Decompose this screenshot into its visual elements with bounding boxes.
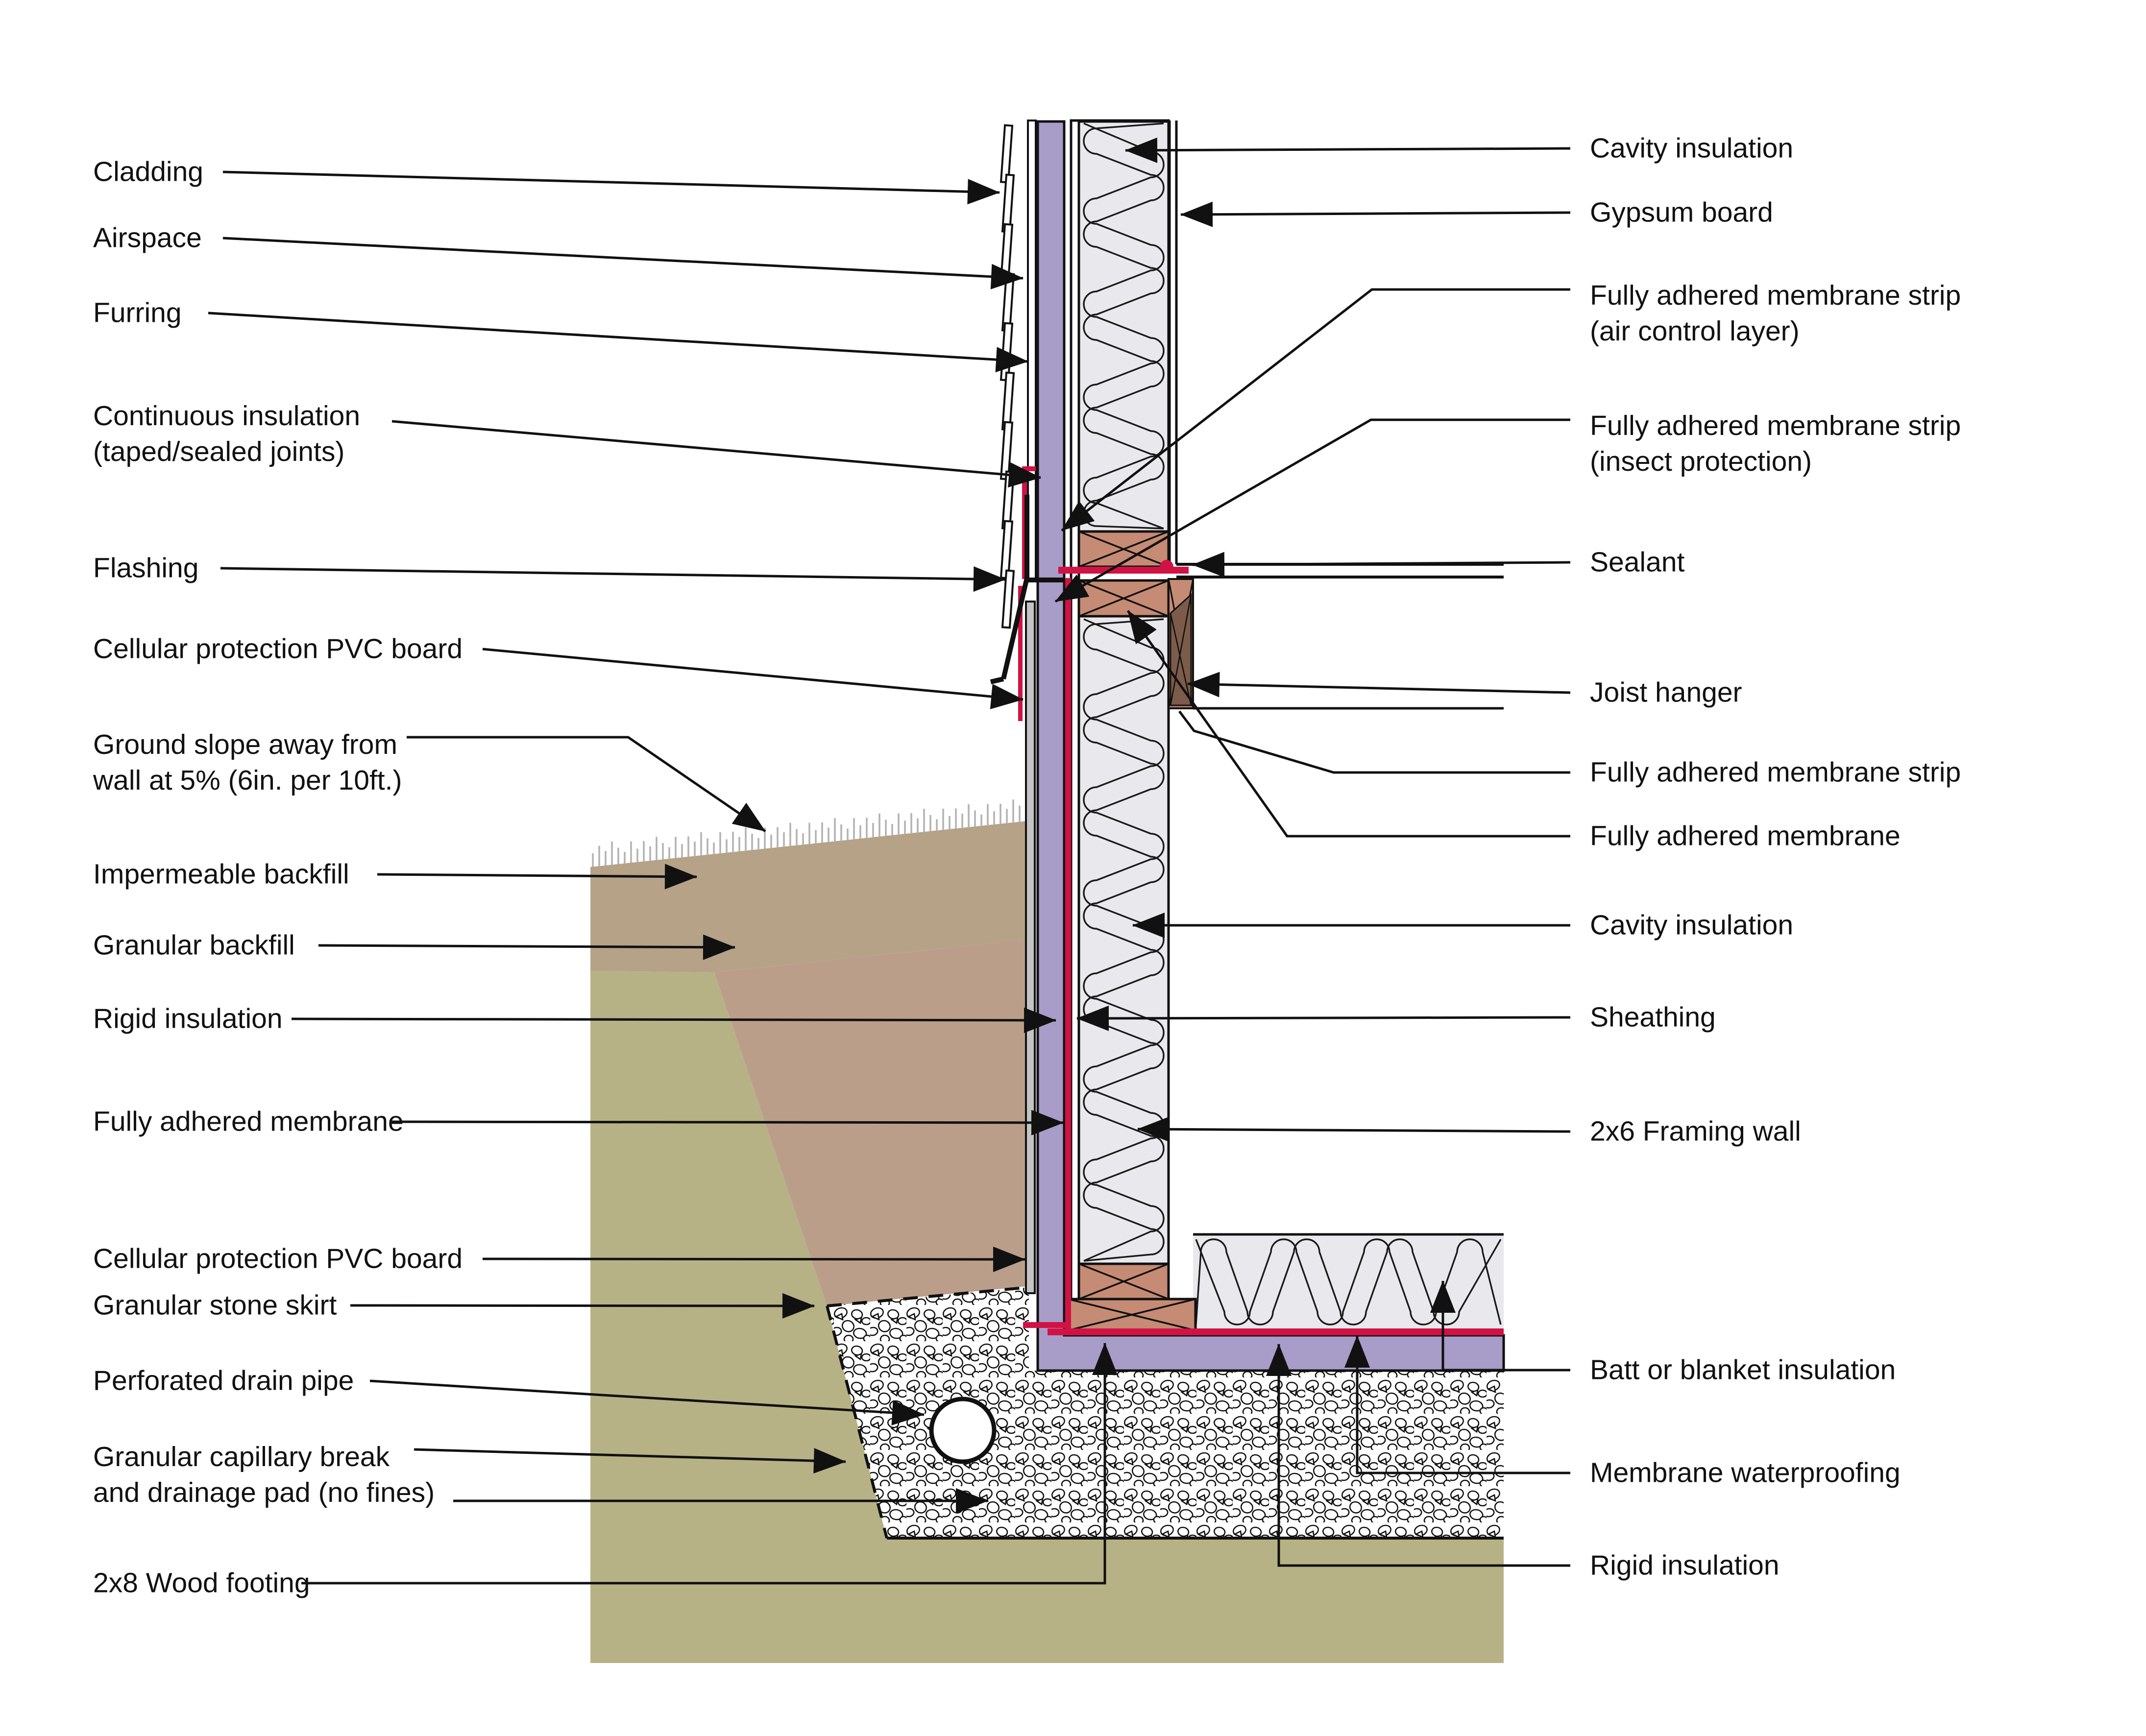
leader-left-3 [391,420,1041,488]
fully-adhered-membrane-vertical [1065,578,1071,1333]
leader-left-6 [407,736,766,833]
label-pvc-board-upper: Cellular protection PVC board [93,633,463,665]
label-batt-blanket: Batt or blanket insulation [1590,1354,1896,1386]
label-rigid-insulation-bottom: Rigid insulation [1590,1549,1780,1581]
leader-left-2 [208,312,1028,373]
label-sheathing: Sheathing [1590,1001,1716,1033]
leader-right-0 [1125,137,1571,163]
label-granular-stone-skirt: Granular stone skirt [93,1289,337,1321]
membrane-strip-insect-protection [1018,586,1023,721]
label-ground-slope: Ground slope away from wall at 5% (6in. … [93,729,402,796]
label-gypsum-board: Gypsum board [1590,196,1773,228]
leader-right-2 [1061,288,1570,531]
leader-left-5 [482,648,1024,709]
leader-left-9 [291,1007,1056,1033]
leader-left-4 [220,566,1006,592]
wood-footing-2x8 [1067,1298,1197,1332]
leader-right-9 [1076,1005,1571,1031]
gravel-stones [827,1287,1504,1538]
label-cavity-insulation-mid: Cavity insulation [1590,909,1794,941]
membranes-red [1018,466,1504,1335]
label-membrane-waterproofing: Membrane waterproofing [1590,1457,1901,1489]
soil-olive [590,971,1504,1663]
joist-hanger [1170,593,1192,706]
label-rigid-insulation-left: Rigid insulation [93,1003,283,1035]
leader-left-14 [414,1448,846,1474]
leader-right-4 [1192,552,1571,578]
label-impermeable-backfill: Impermeable backfill [93,858,349,890]
label-membrane-strip-mid: Fully adhered membrane strip [1590,756,1961,788]
label-airspace: Airspace [93,222,202,254]
bottom-plate [1077,1262,1170,1301]
leader-right-7 [1126,610,1570,838]
wall-assembly [1025,119,1505,1372]
leader-right-11 [1430,1280,1570,1372]
leader-right-5 [1187,672,1571,698]
label-fully-adhered-membrane-left: Fully adhered membrane [93,1106,404,1137]
leader-right-1 [1180,201,1571,227]
label-membrane-strip-air: Fully adhered membrane strip (air contro… [1590,280,1961,347]
gravel-left-dashed-edge [826,1305,888,1539]
label-granular-backfill: Granular backfill [93,929,295,961]
leader-right-3 [1054,418,1570,603]
label-joist-hanger: Joist hanger [1590,676,1742,708]
label-furring: Furring [93,297,182,329]
label-perforated-drain-pipe: Perforated drain pipe [93,1365,354,1397]
label-wood-footing: 2x8 Wood footing [93,1567,310,1599]
sealant-line [1058,567,1189,574]
label-framing-wall: 2x6 Framing wall [1590,1115,1801,1147]
label-pvc-board-lower: Cellular protection PVC board [93,1243,463,1275]
cavity-insulation-upper [1077,119,1170,533]
cladding-boards [1000,124,1015,629]
leader-lines [208,137,1571,1585]
impermeable-backfill [590,821,1027,972]
membrane-strip-air-control-jog [1022,466,1036,471]
leader-left-13 [369,1379,925,1425]
grass-ticks [592,799,1021,867]
label-cavity-insulation-top: Cavity insulation [1590,132,1794,164]
membrane-waterproofing-horizontal [1048,1328,1504,1335]
label-fully-adhered-membrane-right: Fully adhered membrane [1590,820,1901,852]
drain-pipe [929,1397,997,1464]
rim-blocking-lower [1077,579,1170,618]
cladding-board [1000,124,1014,184]
label-capillary-break: Granular capillary break and drainage pa… [93,1441,435,1508]
label-membrane-strip-insect: Fully adhered membrane strip (insect pro… [1590,410,1961,477]
sealant-bead [1160,560,1173,574]
leader-left-1 [222,237,1024,289]
label-sealant: Sealant [1590,546,1685,578]
leader-left-0 [222,170,1000,205]
leader-right-13 [1266,1344,1570,1567]
leader-left-16 [301,1343,1118,1585]
cladding-board [1001,569,1015,629]
leader-left-12 [350,1293,815,1319]
pvc-protection-board [1025,601,1036,1294]
label-flashing: Flashing [93,552,199,584]
leader-right-10 [1137,1116,1571,1142]
gravel-top-dashed-edge [827,1286,1029,1307]
leader-right-6 [1178,710,1570,774]
label-continuous-insulation: Continuous insulation (taped/sealed join… [93,400,361,467]
leader-right-12 [1344,1335,1570,1474]
label-cladding: Cladding [93,156,203,188]
leader-left-10 [391,1109,1064,1135]
membrane-lap-stub [1023,1322,1066,1328]
cladding-board [1000,421,1014,481]
leader-left-8 [318,934,735,960]
leader-left-7 [377,864,697,890]
